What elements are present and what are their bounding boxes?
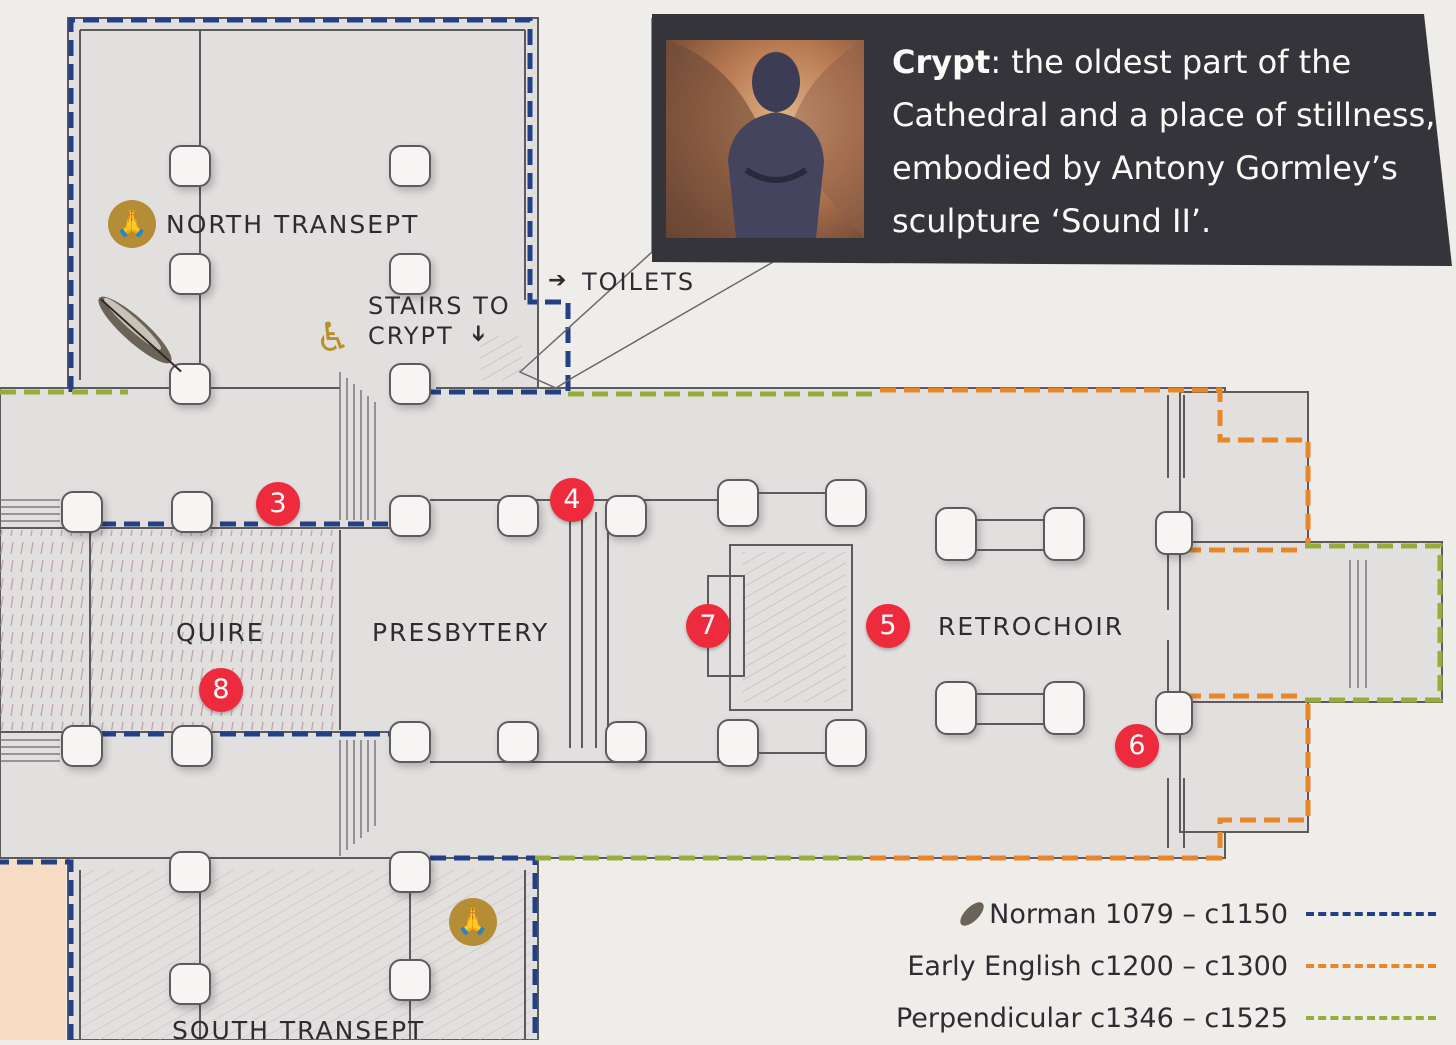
legend-perpendicular: Perpendicular c1346 – c1525 [896, 998, 1436, 1038]
legend-line-perpendicular [1306, 1016, 1436, 1020]
legend-label: Perpendicular c1346 – c1525 [895, 1002, 1288, 1034]
marker-5[interactable]: 5 [866, 604, 910, 648]
quire-label: QUIRE [176, 618, 265, 647]
presbytery-label: PRESBYTERY [372, 618, 550, 647]
shrine-hatch [742, 552, 846, 702]
stairs-to-crypt-label: STAIRS TO [368, 292, 511, 320]
marker-3[interactable]: 3 [256, 482, 300, 526]
shop-area [0, 860, 66, 1040]
steps [0, 372, 1367, 856]
legend-early-english: Early English c1200 – c1300 [907, 946, 1436, 986]
marker-7[interactable]: 7 [686, 604, 730, 648]
sound-ii-sculpture-photo [666, 40, 864, 238]
marker-8[interactable]: 8 [199, 668, 243, 712]
toilets-label: TOILETS [582, 268, 696, 296]
retrochoir-label: RETROCHOIR [938, 612, 1125, 641]
crypt-callout: Crypt: the oldest part of the Cathedral … [652, 14, 1452, 266]
wheelchair-icon: ♿ [315, 315, 351, 361]
legend-norman: Norman 1079 – c1150 [956, 894, 1436, 934]
marker-4[interactable]: 4 [550, 478, 594, 522]
stairs-to-crypt-label-2: CRYPT [368, 322, 454, 350]
feather-icon [98, 296, 182, 373]
sculpture-figure-icon [666, 40, 864, 238]
prayer-icon: 🙏 [108, 200, 156, 248]
legend-line-norman [1306, 912, 1436, 916]
prayer-icon: 🙏 [449, 898, 497, 946]
down-arrow-icon: ➔ [465, 324, 491, 345]
period-dash-lines [0, 17, 1443, 1040]
quire-hatch [0, 530, 340, 730]
legend-line-early-english [1306, 964, 1436, 968]
retrochoir-screens [758, 492, 1044, 754]
crypt-description: Crypt: the oldest part of the Cathedral … [892, 36, 1440, 248]
north-transept-label: NORTH TRANSEPT [166, 210, 420, 239]
piers [61, 145, 1193, 1005]
toilets-arrow-icon: ➔ [548, 268, 569, 293]
crypt-title: Crypt [892, 43, 991, 81]
south-transept-hatch [80, 870, 530, 1040]
legend-label: Early English c1200 – c1300 [907, 950, 1288, 982]
crypt-text: : the oldest part of the Cathedral and a… [892, 43, 1436, 240]
legend-label: Norman 1079 – c1150 [989, 898, 1288, 930]
stairs-hatch [480, 336, 522, 380]
south-transept-label: SOUTH TRANSEPT [172, 1016, 426, 1045]
marker-6[interactable]: 6 [1115, 724, 1159, 768]
